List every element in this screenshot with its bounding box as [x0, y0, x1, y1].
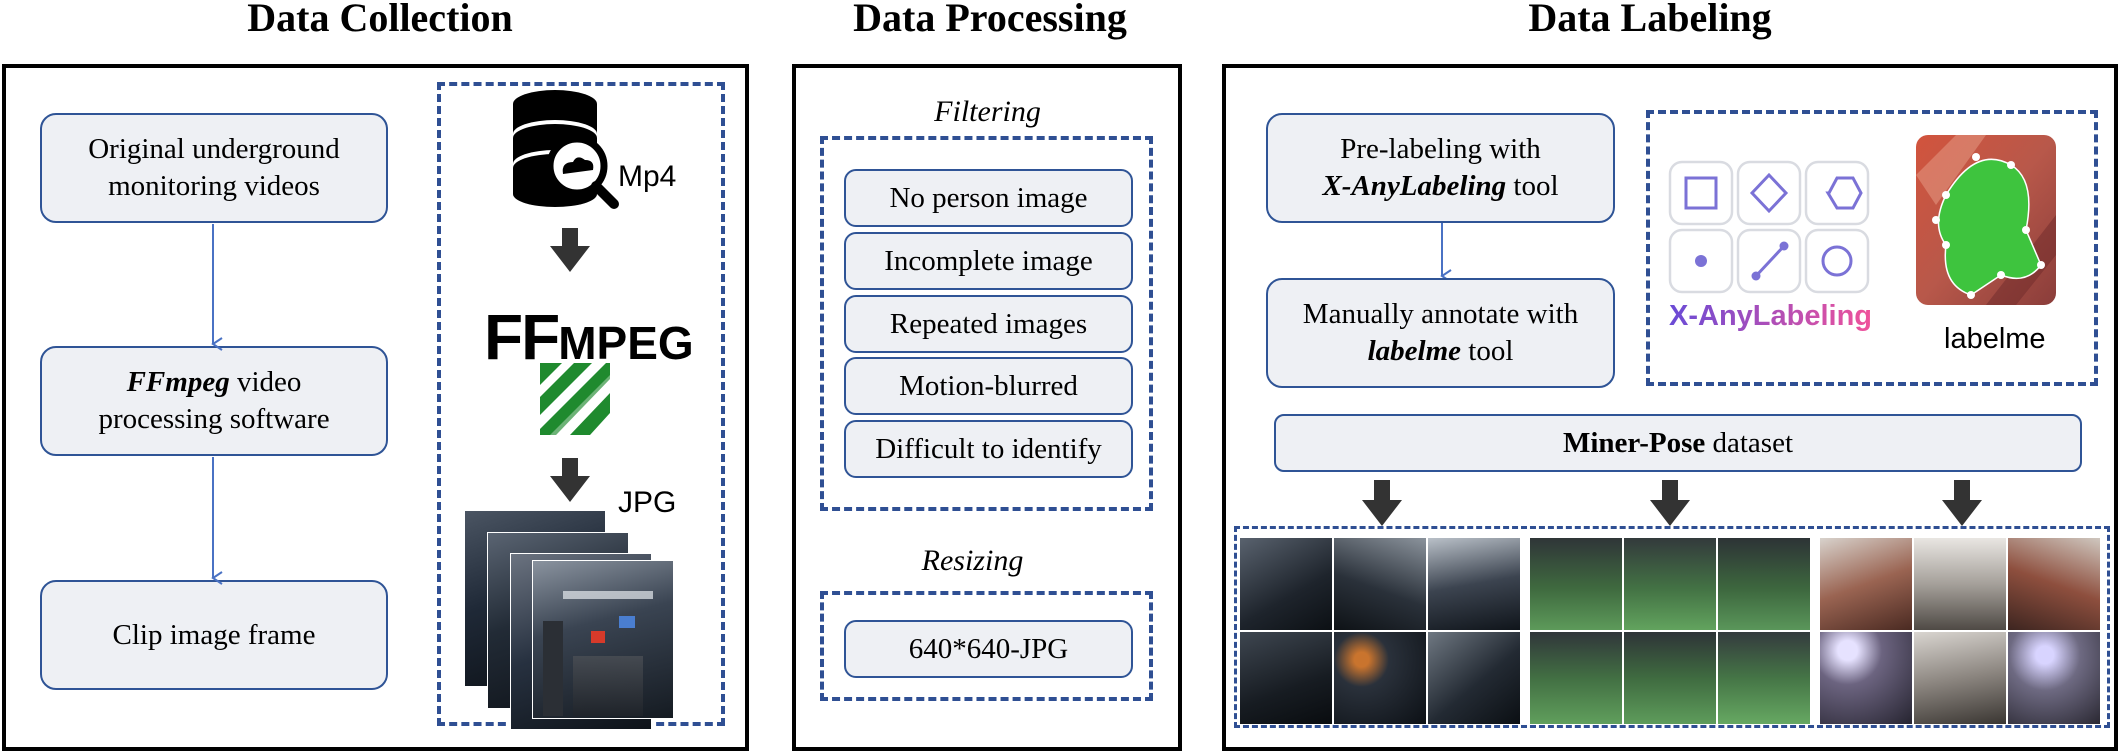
- ffmpeg-logo-ff: FF: [484, 301, 560, 373]
- sample-image: [1428, 538, 1520, 630]
- mp4-label: Mp4: [618, 160, 677, 193]
- down-arrow-icon: [1650, 480, 1690, 526]
- line-tool-icon: [1751, 241, 1789, 281]
- filtering-region: [820, 136, 1153, 511]
- sample-image: [1820, 538, 1912, 630]
- ffmpeg-logo-text: FFMPEG: [484, 300, 694, 374]
- prelabel-text: Pre-labeling with X-AnyLabeling tool: [1322, 131, 1558, 205]
- resize-value-box: 640*640-JPG: [844, 620, 1133, 678]
- sample-image: [1718, 538, 1810, 630]
- sample-image: [1718, 632, 1810, 724]
- labelme-logo-icon: [1916, 135, 2056, 305]
- filter-item: Repeated images: [844, 295, 1133, 353]
- filter-item-label: Difficult to identify: [875, 432, 1102, 465]
- ffmpeg-software-text: FFmpeg video processing software: [98, 364, 329, 438]
- prelabel-line1: Pre-labeling with: [1340, 133, 1541, 165]
- sample-image: [1334, 632, 1426, 724]
- sample-image: [1624, 538, 1716, 630]
- filter-item: No person image: [844, 169, 1133, 227]
- prelabel-tool-name: X-AnyLabeling: [1322, 170, 1507, 202]
- processing-panel: [792, 64, 1182, 751]
- filter-item-label: Incomplete image: [884, 244, 1093, 277]
- collection-panel: [2, 64, 749, 751]
- manual-line1: Manually annotate with: [1302, 298, 1579, 330]
- xanylabeling-logo-text: X-AnyLabeling: [1669, 300, 1873, 332]
- clip-frame-box: Clip image frame: [40, 580, 388, 690]
- resize-value-text: 640*640-JPG: [908, 632, 1069, 665]
- filter-item: Incomplete image: [844, 232, 1133, 290]
- sample-image: [1240, 632, 1332, 724]
- original-videos-text: Original underground monitoring videos: [88, 133, 340, 202]
- dataset-name: Miner-Pose: [1562, 426, 1706, 459]
- dataset-samples-region: [1234, 526, 2110, 728]
- manual-tool-name: labelme: [1367, 335, 1462, 367]
- section-title-labeling: Data Labeling: [1528, 0, 1772, 40]
- resizing-label: Resizing: [921, 544, 1024, 577]
- down-arrow-icon: [550, 458, 590, 502]
- section-title-processing: Data Processing: [853, 0, 1127, 40]
- square-tool-icon: [1684, 176, 1718, 210]
- labeling-panel: [1222, 64, 2118, 751]
- ffmpeg-processing-text: processing software: [98, 403, 330, 435]
- prelabel-box: Pre-labeling with X-AnyLabeling tool: [1266, 113, 1615, 223]
- ffmpeg-logo-mpeg: MPEG: [558, 317, 694, 369]
- ffmpeg-logo-icon: [540, 363, 610, 435]
- filtering-label: Filtering: [934, 95, 1041, 128]
- sample-image: [2008, 538, 2100, 630]
- sample-image: [1914, 632, 2006, 724]
- labeling-tools-region: [1646, 110, 2098, 386]
- filter-item: Motion-blurred: [844, 357, 1133, 415]
- filter-item-label: Motion-blurred: [899, 369, 1078, 402]
- manual-annotate-box: Manually annotate with labelme tool: [1266, 278, 1615, 388]
- sample-image: [1914, 538, 2006, 630]
- hexagon-tool-icon: [1825, 176, 1863, 210]
- down-arrow-icon: [1362, 480, 1402, 526]
- point-tool-icon: [1695, 255, 1707, 267]
- dataset-text: Miner-Pose dataset: [1563, 427, 1793, 460]
- original-videos-box: Original underground monitoring videos: [40, 113, 388, 223]
- sample-image: [1240, 538, 1332, 630]
- dataset-box: Miner-Pose dataset: [1274, 414, 2082, 472]
- labelme-logo-text: labelme: [1944, 323, 2046, 355]
- ffmpeg-software-box: FFmpeg video processing software: [40, 346, 388, 456]
- sample-image: [1530, 632, 1622, 724]
- clip-frame-text: Clip image frame: [112, 618, 316, 651]
- xanylabeling-tools-grid: [1668, 160, 1870, 294]
- manual-tool-suffix: tool: [1461, 335, 1514, 367]
- section-title-collection: Data Collection: [247, 0, 513, 40]
- down-arrow-icon: [1942, 480, 1982, 526]
- sample-image: [1530, 538, 1622, 630]
- filter-item-label: Repeated images: [889, 307, 1088, 340]
- ffmpeg-video-text: video: [229, 366, 302, 398]
- sample-image: [2008, 632, 2100, 724]
- sample-image: [1820, 632, 1912, 724]
- ffmpeg-bold-text: FFmpeg: [126, 366, 230, 398]
- sample-image: [1334, 538, 1426, 630]
- sample-image: [1428, 632, 1520, 724]
- circle-tool-icon: [1821, 245, 1853, 277]
- prelabel-tool-suffix: tool: [1506, 170, 1559, 202]
- resizing-region: [820, 591, 1153, 701]
- down-arrow-icon: [550, 228, 590, 272]
- database-search-icon: [513, 90, 619, 209]
- sample-image: [1624, 632, 1716, 724]
- jpg-label: JPG: [618, 486, 677, 519]
- dataset-suffix: dataset: [1705, 426, 1794, 459]
- diamond-tool-icon: [1749, 172, 1789, 214]
- filter-item: Difficult to identify: [844, 420, 1133, 478]
- manual-annotate-text: Manually annotate with labelme tool: [1303, 296, 1578, 370]
- filter-item-label: No person image: [889, 181, 1088, 214]
